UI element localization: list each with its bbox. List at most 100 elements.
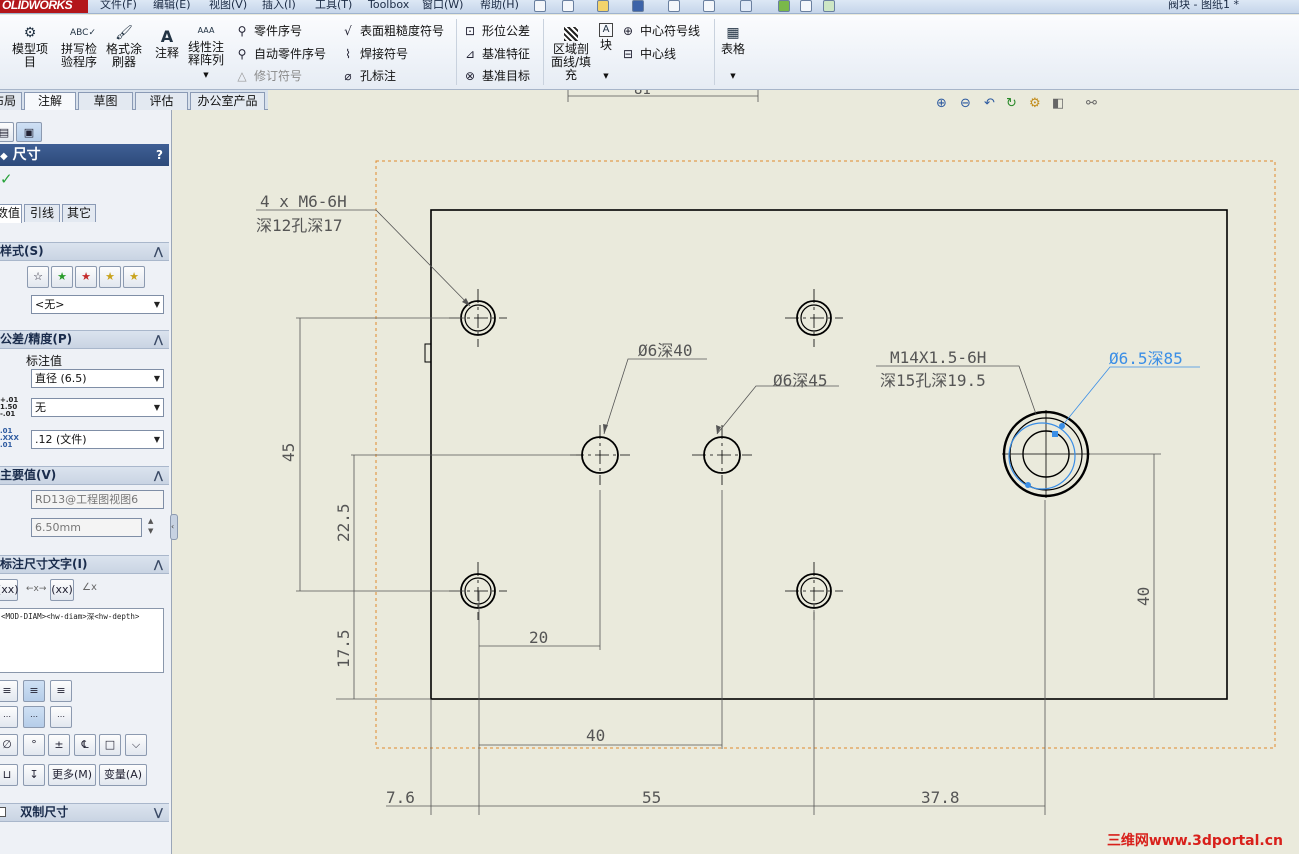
datum-feature-button[interactable]: ⊿基准特征 <box>462 46 530 62</box>
dim-45-text[interactable]: 45 <box>279 443 298 462</box>
menu-file[interactable]: 文件(F) <box>100 0 137 11</box>
tolerance-section-header[interactable]: 公差/精度(P) ⋀ <box>0 330 169 349</box>
dropdown-arrow-icon[interactable]: ▼ <box>730 72 736 80</box>
hide-show-items-icon[interactable]: ⚯ <box>1086 96 1097 111</box>
tab-layout[interactable]: 布局 <box>0 92 22 110</box>
dim-22-5-text[interactable]: 22.5 <box>334 503 353 542</box>
callout-phi6-depth40[interactable]: Ø6深40 <box>638 341 693 360</box>
note-button[interactable]: A 注释 <box>154 27 179 60</box>
dim-40-vertical-text[interactable]: 40 <box>1134 587 1153 606</box>
top-dimension[interactable] <box>567 90 759 102</box>
auto-balloon-button[interactable]: ⚲自动零件序号 <box>234 46 326 62</box>
load-style-icon[interactable]: ★ <box>123 266 145 288</box>
options-icon[interactable] <box>823 0 835 12</box>
menu-tools[interactable]: 工具(T) <box>315 0 353 11</box>
dual-dimension-checkbox[interactable] <box>0 807 6 817</box>
dim-7-6-text[interactable]: 7.6 <box>386 788 415 807</box>
degree-symbol-icon[interactable]: ° <box>23 734 45 756</box>
zoom-to-area-icon[interactable]: ⊖ <box>960 96 971 111</box>
counterbore-symbol-icon[interactable]: ⊔ <box>0 764 18 786</box>
menu-window[interactable]: 窗口(W) <box>422 0 464 11</box>
tab-evaluate[interactable]: 评估 <box>135 92 188 110</box>
menu-edit[interactable]: 编辑(E) <box>153 0 191 11</box>
panel-collapse-handle[interactable]: ‹ <box>170 514 178 540</box>
weld-symbol-button[interactable]: ⌇焊接符号 <box>340 46 408 62</box>
phi6-hole[interactable] <box>692 425 752 485</box>
style-section-header[interactable]: 样式(S) ⋀ <box>0 242 169 261</box>
select-arrow-icon[interactable] <box>740 0 752 12</box>
undo-icon[interactable] <box>703 0 715 12</box>
justify-right-icon[interactable]: ≡ <box>50 680 72 702</box>
dimension-text-section-header[interactable]: 标注尺寸文字(I) ⋀ <box>0 555 169 574</box>
style-select[interactable]: <无>▼ <box>31 295 164 314</box>
callout-m14-depth[interactable]: 深15孔深19.5 <box>880 371 986 390</box>
more-symbols-button[interactable]: 更多(M) <box>48 764 96 786</box>
save-icon[interactable] <box>632 0 644 12</box>
diameter-symbol-icon[interactable]: ∅ <box>0 734 18 756</box>
callout-phi65-depth85-selected[interactable]: Ø6.5深85 <box>1109 349 1183 368</box>
primary-reference-field[interactable]: RD13@工程图视图6 <box>31 490 164 509</box>
help-icon[interactable]: ? <box>156 148 163 162</box>
view-settings-icon[interactable]: ⚙ <box>1029 96 1041 111</box>
previous-view-icon[interactable]: ↶ <box>984 96 995 111</box>
dim-40-horizontal-text[interactable]: 40 <box>586 726 605 745</box>
offset-text-icon[interactable]: ∠x <box>82 582 97 593</box>
zoom-to-fit-icon[interactable]: ⊕ <box>936 96 947 111</box>
dim-20-text[interactable]: 20 <box>529 628 548 647</box>
phi6-hole[interactable] <box>570 425 630 485</box>
apply-default-style-icon[interactable]: ☆ <box>27 266 49 288</box>
center-dimension-icon[interactable]: ←x→ <box>26 584 47 594</box>
callout-phi6-depth45[interactable]: Ø6深45 <box>773 371 828 390</box>
centerline-button[interactable]: ⊟中心线 <box>620 46 676 62</box>
display-style-icon[interactable]: ◧ <box>1052 96 1065 111</box>
variable-button[interactable]: 变量(A) <box>99 764 147 786</box>
inspection-dimension-icon[interactable]: (xx) <box>50 579 74 601</box>
open-folder-icon[interactable] <box>597 0 609 12</box>
subtab-value[interactable]: 数值 <box>0 204 22 223</box>
precision-select[interactable]: .12 (文件)▼ <box>31 430 164 449</box>
collapse-chevron-icon[interactable]: ⋀ <box>153 245 163 258</box>
feature-tree-tab-icon[interactable]: ▤ <box>0 122 14 142</box>
format-painter-button[interactable]: 🖌 格式涂刷器 <box>105 25 142 69</box>
area-hatch-button[interactable]: 区域剖面线/填充 <box>549 27 593 82</box>
spell-check-button[interactable]: ABC✓ 拼写检验程序 <box>58 25 100 69</box>
callout-4xm6[interactable]: 4 x M6-6H <box>260 192 347 211</box>
centerline-symbol-icon[interactable]: ℄ <box>74 734 96 756</box>
revision-symbol-button[interactable]: △修订符号 <box>234 68 302 84</box>
square-symbol-icon[interactable]: □ <box>99 734 121 756</box>
rebuild-icon[interactable] <box>778 0 790 12</box>
print-icon[interactable] <box>668 0 680 12</box>
tab-office-products[interactable]: 办公室产品 <box>190 92 265 110</box>
callout-m14[interactable]: M14X1.5-6H <box>890 348 986 367</box>
callout-4xm6-depth[interactable]: 深12孔深17 <box>256 216 343 235</box>
subtab-other[interactable]: 其它 <box>62 204 96 222</box>
tolerance-type-select[interactable]: 直径 (6.5)▼ <box>31 369 164 388</box>
text-align-middle-icon[interactable]: ⋯ <box>23 706 45 728</box>
depth-symbol-icon[interactable]: ↧ <box>23 764 45 786</box>
text-align-bottom-icon[interactable]: ⋯ <box>50 706 72 728</box>
justify-left-icon[interactable]: ≡ <box>0 680 18 702</box>
tab-sketch[interactable]: 草图 <box>78 92 133 110</box>
tab-annotation[interactable]: 注解 <box>24 92 76 111</box>
spinner-icon[interactable]: ▲▼ <box>148 517 154 535</box>
balloon-button[interactable]: ⚲零件序号 <box>234 23 302 39</box>
part-outline[interactable] <box>430 209 1228 700</box>
center-mark-button[interactable]: ⊕中心符号线 <box>620 23 700 39</box>
datum-target-button[interactable]: ⊗基准目标 <box>462 68 530 84</box>
large-port-hole[interactable] <box>1002 410 1090 498</box>
linear-note-pattern-button[interactable]: AAA 线性注释阵列 ▼ <box>186 23 226 82</box>
menu-help[interactable]: 帮助(H) <box>480 0 519 11</box>
rebuild-view-icon[interactable]: ↻ <box>1006 96 1017 111</box>
drawing-canvas[interactable]: ⊕ ⊖ ↶ ↻ ⚙ ◧ ⚯ 81 <box>176 90 1299 854</box>
collapse-chevron-icon[interactable]: ⋀ <box>153 469 163 482</box>
dim-top-text[interactable]: 81 <box>634 90 651 98</box>
pin-icon[interactable] <box>534 0 546 12</box>
text-align-top-icon[interactable]: ⋯ <box>0 706 18 728</box>
dimension-text-area[interactable]: <MOD-DIAM><hw-diam>深<hw-depth> <box>0 608 164 673</box>
new-file-icon[interactable] <box>562 0 574 12</box>
property-manager-tab-icon[interactable]: ▣ <box>16 122 42 142</box>
dropdown-arrow-icon[interactable]: ▼ <box>603 72 609 80</box>
primary-value-field[interactable]: 6.50mm <box>31 518 142 537</box>
dropdown-arrow-icon[interactable]: ▼ <box>203 71 209 79</box>
file-properties-icon[interactable] <box>800 0 812 12</box>
